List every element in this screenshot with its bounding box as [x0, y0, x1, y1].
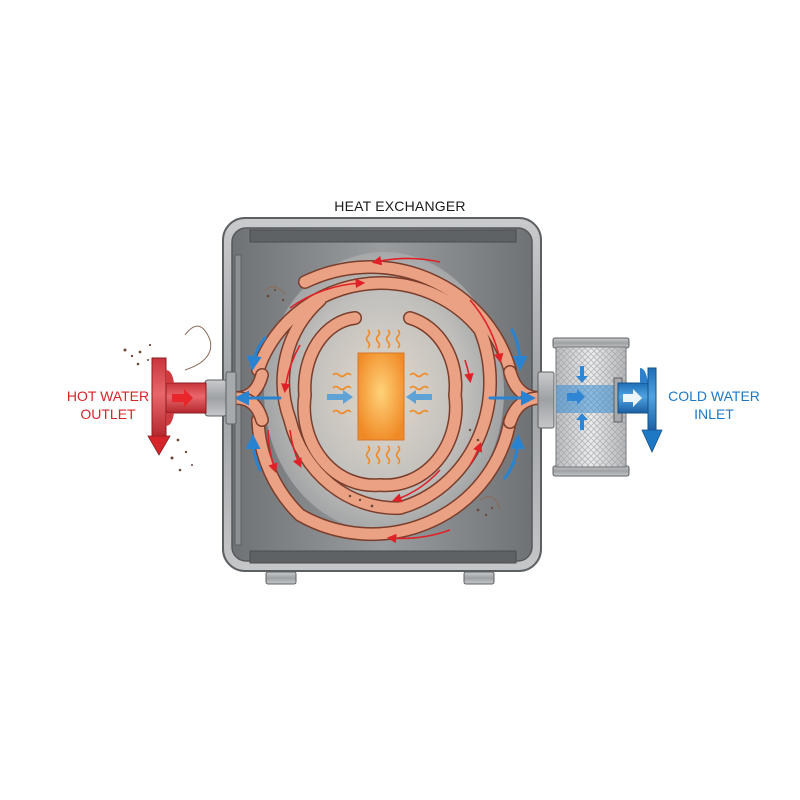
- hot-label-line2: OUTLET: [80, 406, 136, 422]
- hot-water-outlet-pipe: [147, 357, 237, 456]
- cold-flow-direction-icon: [623, 389, 642, 407]
- heating-element: [327, 329, 432, 465]
- hot-flow-arrows: [267, 255, 504, 544]
- hot-label-line1: HOT WATER: [66, 388, 150, 404]
- hot-water-outlet-label: HOT WATER OUTLET: [44, 387, 172, 423]
- hot-flow-direction-icon: [172, 389, 193, 407]
- cold-inflow-arrow-icon: [641, 429, 663, 453]
- heat-wave-icons: [332, 329, 429, 465]
- debris-fibers: [184, 286, 501, 511]
- cold-water-inlet-label: COLD WATER INLET: [650, 387, 778, 423]
- cold-label-line2: INLET: [694, 406, 734, 422]
- debris-particles: [123, 288, 494, 517]
- hot-outflow-arrow-icon: [147, 435, 171, 456]
- cold-flow-arrows: [234, 328, 536, 480]
- cold-water-inlet-pipe: [617, 367, 663, 453]
- support-feet: [265, 571, 495, 585]
- diagram-title: HEAT EXCHANGER: [334, 198, 466, 214]
- cold-label-line1: COLD WATER: [668, 388, 760, 404]
- inflow-arrows: [327, 390, 432, 404]
- coiled-copper-pipe: [229, 260, 547, 542]
- mesh-filter-cartridge: [537, 337, 630, 477]
